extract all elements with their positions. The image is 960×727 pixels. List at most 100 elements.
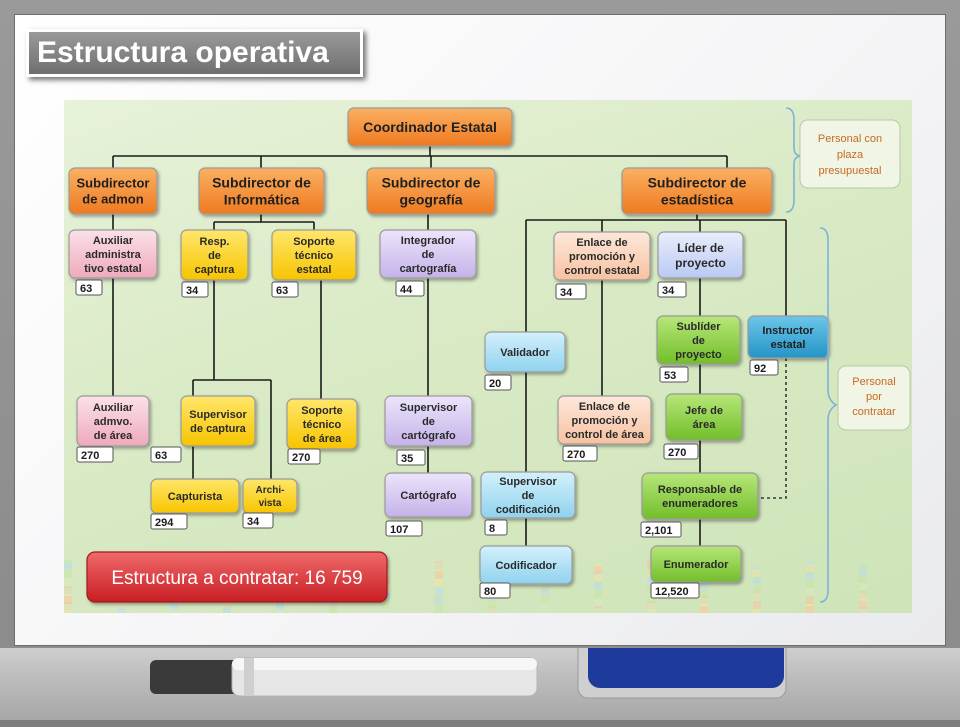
- codificador-node: Codificador: [479, 545, 573, 585]
- node-label-line: Archi-: [256, 485, 285, 496]
- node-label-line: enumeradores: [662, 498, 738, 510]
- archivista-node: Archi-vista: [242, 478, 298, 514]
- soporte-tecnico-area-node: Soporte técnico de área: [286, 398, 358, 450]
- eraser-icon: [577, 610, 787, 699]
- node-label-line: de área: [303, 433, 342, 445]
- node-label-line: estatal: [771, 339, 806, 351]
- node-label-line: captura: [195, 264, 236, 276]
- node-label-line: Codificador: [495, 560, 557, 572]
- enumerador-node: Enumerador: [650, 545, 742, 583]
- side-label-line: plaza: [837, 149, 864, 161]
- headcount-badge: 270: [562, 445, 598, 462]
- node-label-line: Subdirector de: [382, 175, 481, 191]
- node-label-line: Resp.: [200, 236, 230, 248]
- node-label-line: técnico: [295, 250, 334, 262]
- headcount-value: 8: [489, 523, 495, 535]
- headcount-badge: 92: [749, 359, 779, 376]
- node-label-line: Enumerador: [664, 559, 730, 571]
- node-label-line: Capturista: [168, 491, 223, 503]
- headcount-badge: 35: [396, 449, 426, 466]
- node-label-line: Instructor: [762, 325, 814, 337]
- supervisor-cartografo-node: Supervisor de cartógrafo: [384, 395, 473, 447]
- node-label-line: de: [422, 249, 435, 261]
- headcount-value: 107: [390, 524, 408, 536]
- total-label: Estructura a contratar: 16 759: [111, 568, 362, 589]
- node-label-line: Supervisor: [400, 402, 458, 414]
- headcount-badge: 34: [242, 512, 274, 529]
- node-label-line: Supervisor: [189, 409, 247, 421]
- tray-items: [150, 610, 787, 699]
- node-label-line: Enlace de: [579, 401, 630, 413]
- connector-lines: [112, 146, 787, 546]
- headcount-value: 20: [489, 378, 501, 390]
- node-label-line: de captura: [190, 423, 247, 435]
- supervisor-captura-node: Supervisor de captura: [180, 395, 256, 447]
- node-label-line: de área: [94, 430, 133, 442]
- slide-title: Estructura operativa: [26, 29, 363, 77]
- headcount-value: 294: [155, 517, 174, 529]
- marker-icon: [150, 657, 538, 697]
- node-label-line: cartógrafo: [401, 430, 456, 442]
- node-label-line: de: [422, 416, 435, 428]
- node-label-line: Auxiliar: [93, 235, 134, 247]
- node-label-line: Cartógrafo: [400, 490, 457, 502]
- node-label-line: proyecto: [675, 349, 722, 361]
- side-label-line: contratar: [852, 406, 896, 418]
- headcount-value: 270: [567, 449, 585, 461]
- node-label-line: Subdirector de: [648, 175, 747, 191]
- cartografo-node: Cartógrafo: [384, 472, 473, 518]
- headcount-badge: 270: [663, 443, 699, 460]
- headcount-badge: 44: [395, 280, 425, 297]
- side-label-line: Personal: [852, 376, 895, 388]
- headcount-badge: 8: [484, 519, 508, 536]
- node-label-line: Subdirector de: [212, 175, 311, 191]
- headcount-value: 92: [754, 363, 766, 375]
- node-label-line: Soporte: [301, 405, 343, 417]
- headcount-value: 63: [155, 450, 167, 462]
- headcount-badge: 80: [479, 582, 511, 599]
- node-label-line: Supervisor: [499, 476, 557, 488]
- headcount-value: 80: [484, 586, 496, 598]
- node-label-line: Soporte: [293, 236, 335, 248]
- node-label-line: de admon: [82, 192, 143, 207]
- node-label-line: promoción y: [571, 415, 638, 427]
- headcount-value: 2,101: [645, 525, 673, 537]
- node-label-line: área: [693, 419, 717, 431]
- node-label-line: estadística: [661, 192, 734, 208]
- headcount-badge: 63: [271, 281, 299, 298]
- node-label-line: Auxiliar: [93, 402, 134, 414]
- side-label-line: Personal con: [818, 133, 882, 145]
- node-label-line: de: [522, 490, 535, 502]
- node-label-line: administra: [85, 249, 142, 261]
- node-label-line: técnico: [303, 419, 342, 431]
- headcount-value: 34: [662, 285, 675, 297]
- brace-contratar: [819, 227, 838, 603]
- node-label-line: geografía: [399, 192, 462, 208]
- headcount-badge: 34: [555, 283, 587, 300]
- total-banner: Estructura a contratar: 16 759: [86, 551, 388, 603]
- side-label-line: presupuestal: [819, 165, 882, 177]
- headcount-badge: 34: [181, 281, 209, 298]
- headcount-value: 53: [664, 370, 676, 382]
- node-label-line: control estatal: [564, 265, 639, 277]
- node-label-line: Jefe de: [685, 405, 723, 417]
- headcount-value: 270: [292, 452, 310, 464]
- personal-presupuestal-label: Personal con plaza presupuestal: [799, 119, 901, 189]
- headcount-badge: 2,101: [640, 521, 682, 538]
- node-label-line: Enlace de: [576, 237, 627, 249]
- headcount-value: 44: [400, 284, 413, 296]
- jefe-area-node: Jefe de área: [665, 393, 743, 441]
- headcount-value: 12,520: [655, 586, 689, 598]
- node-label-line: Coordinador Estatal: [363, 119, 497, 135]
